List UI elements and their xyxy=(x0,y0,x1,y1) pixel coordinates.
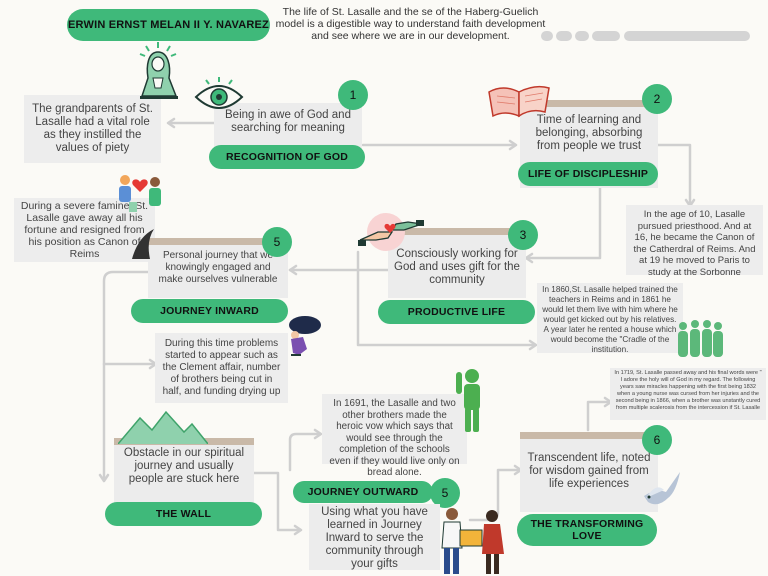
mountains-icon xyxy=(118,410,208,444)
book-icon xyxy=(488,85,550,118)
group-people-icon xyxy=(678,320,723,357)
stage-outward-card: Using what you have learned in Journey I… xyxy=(309,504,440,570)
stage-1-number: 1 xyxy=(338,80,368,110)
note-1860: In 1860,St. Lasalle helped trained the t… xyxy=(537,283,683,354)
description-text: The life of St. Lasalle and the se of th… xyxy=(275,6,546,42)
stage-3-title: PRODUCTIVE LIFE xyxy=(378,300,535,324)
stage-outward-text: Using what you have learned in Journey I… xyxy=(321,506,428,570)
stage-1-text: Being in awe of God and searching for me… xyxy=(225,109,351,134)
note-famine: During a severe famine, St. Lasalle gave… xyxy=(14,198,155,262)
stage-wall-card: Obstacle in our spiritual journey and us… xyxy=(114,438,254,504)
stage-6-card: Transcendent life, noted for wisdom gain… xyxy=(520,432,658,512)
progress-segment xyxy=(624,31,750,41)
note-1691: In 1691, the Lasalle and two other broth… xyxy=(322,394,467,478)
eye-icon xyxy=(194,77,244,109)
dove-icon xyxy=(644,472,680,505)
stage-outward-number: 5 xyxy=(430,478,460,508)
stage-3-number: 3 xyxy=(508,220,538,250)
note-1719: In 1719, St. Lasalle passed away and his… xyxy=(610,368,766,420)
helpers-icon xyxy=(441,508,504,574)
family-heart-icon xyxy=(119,175,161,212)
burden-person-icon xyxy=(289,316,321,356)
stage-6-number: 6 xyxy=(642,425,672,455)
progress-segment xyxy=(541,31,553,41)
stage-inward-title: JOURNEY INWARD xyxy=(131,299,288,323)
author-title: ERWIN ERNST MELAN II Y. NAVAREZ xyxy=(67,9,270,41)
stage-6-title: THE TRANSFORMING LOVE xyxy=(517,514,657,546)
note-age-10: In the age of 10, Lasalle pursued priest… xyxy=(626,205,763,278)
stage-2-text: Time of learning and belonging, absorbin… xyxy=(535,114,643,152)
cape-icon xyxy=(132,229,154,259)
helping-hands-icon xyxy=(358,213,424,251)
stage-wall-text: Obstacle in our spiritual journey and us… xyxy=(123,447,245,485)
stage-1-title: RECOGNITION OF GOD xyxy=(209,145,365,169)
progress-segment xyxy=(575,31,589,41)
saint-icon xyxy=(139,42,178,99)
stage-inward-number: 5 xyxy=(262,227,292,257)
stage-2-number: 2 xyxy=(642,84,672,114)
stage-2-title: LIFE OF DISCIPLESHIP xyxy=(518,162,658,186)
stage-3-text: Consciously working for God and uses gif… xyxy=(394,248,520,286)
stage-wall-title: THE WALL xyxy=(105,502,262,526)
stage-outward-title: JOURNEY OUTWARD xyxy=(293,481,433,503)
note-grandparents: The grandparents of St. Lasalle had a vi… xyxy=(24,95,161,163)
thinking-man-icon xyxy=(456,369,480,432)
note-problems: During this time problems started to app… xyxy=(155,333,288,403)
stage-1-card: Being in awe of God and searching for me… xyxy=(214,103,362,151)
stage-6-text: Transcendent life, noted for wisdom gain… xyxy=(527,452,651,490)
progress-segment xyxy=(592,31,620,41)
stage-inward-text: Personal journey that we knowingly engag… xyxy=(158,250,278,285)
stage-3-card: Consciously working for God and uses gif… xyxy=(388,228,526,298)
progress-segment xyxy=(556,31,572,41)
